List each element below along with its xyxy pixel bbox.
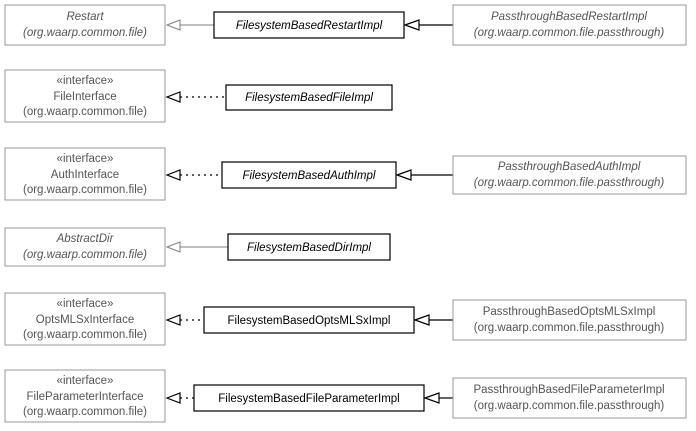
class-package-file-interface: (org.waarp.common.file): [23, 106, 147, 118]
class-name-filesystem-dir-impl: FilesystemBasedDirImpl: [247, 242, 371, 254]
class-package-passthrough-restart-impl: (org.waarp.common.file.passthrough): [474, 27, 665, 39]
class-package-passthrough-auth-impl: (org.waarp.common.file.passthrough): [474, 177, 665, 189]
class-package-file-parameter-interface: (org.waarp.common.file): [23, 406, 147, 418]
class-name-abstract-dir: AbstractDir: [56, 233, 115, 245]
class-name-auth-interface: AuthInterface: [51, 169, 119, 181]
row-restart: Restart (org.waarp.common.file) Filesyst…: [4, 4, 687, 46]
row-auth-interface: «interface» AuthInterface (org.waarp.com…: [4, 147, 687, 201]
class-package-opts-mlsx-interface: (org.waarp.common.file): [23, 329, 147, 341]
row-abstract-dir: AbstractDir (org.waarp.common.file) File…: [4, 227, 391, 267]
class-name-filesystem-file-parameter-impl: FilesystemBasedFileParameterImpl: [218, 393, 400, 405]
realization-arrow: [165, 392, 181, 404]
class-box-filesystem-dir-impl[interactable]: [227, 233, 391, 261]
row-opts-mlsx-interface: «interface» OptsMLSxInterface (org.waarp…: [4, 292, 687, 346]
class-name-filesystem-restart-impl: FilesystemBasedRestartImpl: [236, 20, 383, 32]
stereotype-label: «interface»: [57, 153, 114, 165]
stereotype-label: «interface»: [57, 375, 114, 387]
realization-arrow: [165, 91, 181, 103]
class-box-passthrough-restart-impl[interactable]: [452, 4, 687, 46]
row-file-interface: «interface» FileInterface (org.waarp.com…: [4, 69, 393, 123]
row-file-parameter-interface: «interface» FileParameterInterface (org.…: [4, 369, 687, 423]
class-box-filesystem-auth-impl[interactable]: [221, 161, 397, 189]
class-package-auth-interface: (org.waarp.common.file): [23, 184, 147, 196]
class-box-file-parameter-interface[interactable]: [4, 369, 166, 423]
class-name-passthrough-restart-impl: PassthroughBasedRestartImpl: [491, 11, 647, 23]
class-package-passthrough-file-parameter-impl: (org.waarp.common.file.passthrough): [474, 400, 665, 412]
realization-arrow: [165, 314, 181, 326]
class-name-passthrough-opts-mlsx-impl: PassthroughBasedOptsMLSxImpl: [483, 306, 656, 318]
class-package-abstract-dir: (org.waarp.common.file): [23, 249, 147, 261]
class-box-filesystem-file-parameter-impl[interactable]: [193, 384, 425, 412]
class-box-passthrough-file-parameter-impl[interactable]: [452, 377, 687, 419]
realization-arrow: [165, 169, 181, 181]
class-box-auth-interface[interactable]: [4, 147, 166, 201]
stereotype-label: «interface»: [57, 298, 114, 310]
class-box-passthrough-opts-mlsx-impl[interactable]: [452, 299, 687, 341]
class-name-filesystem-opts-mlsx-impl: FilesystemBasedOptsMLSxImpl: [228, 315, 391, 327]
class-box-filesystem-file-impl[interactable]: [225, 84, 393, 111]
class-name-filesystem-file-impl: FilesystemBasedFileImpl: [245, 92, 373, 104]
class-name-file-interface: FileInterface: [53, 91, 116, 103]
class-box-file-interface[interactable]: [4, 69, 166, 123]
generalization-arrow: [413, 314, 430, 326]
class-name-restart: Restart: [66, 11, 104, 23]
generalization-arrow: [165, 241, 181, 253]
class-name-filesystem-auth-impl: FilesystemBasedAuthImpl: [243, 170, 376, 182]
class-box-filesystem-opts-mlsx-impl[interactable]: [203, 306, 415, 334]
generalization-arrow: [165, 19, 181, 31]
class-name-opts-mlsx-interface: OptsMLSxInterface: [36, 314, 134, 326]
class-name-passthrough-file-parameter-impl: PassthroughBasedFileParameterImpl: [473, 384, 664, 396]
class-box-filesystem-restart-impl[interactable]: [213, 11, 405, 39]
class-box-abstract-dir[interactable]: [4, 227, 166, 267]
stereotype-label: «interface»: [57, 75, 114, 87]
class-name-passthrough-auth-impl: PassthroughBasedAuthImpl: [498, 161, 641, 173]
class-package-restart: (org.waarp.common.file): [23, 27, 147, 39]
class-box-restart[interactable]: [4, 4, 166, 46]
generalization-arrow: [395, 169, 412, 181]
generalization-arrow: [403, 19, 420, 31]
class-box-opts-mlsx-interface[interactable]: [4, 292, 166, 346]
class-box-passthrough-auth-impl[interactable]: [452, 155, 687, 195]
generalization-arrow: [423, 392, 440, 404]
class-package-passthrough-opts-mlsx-impl: (org.waarp.common.file.passthrough): [474, 322, 665, 334]
class-name-file-parameter-interface: FileParameterInterface: [27, 391, 144, 403]
